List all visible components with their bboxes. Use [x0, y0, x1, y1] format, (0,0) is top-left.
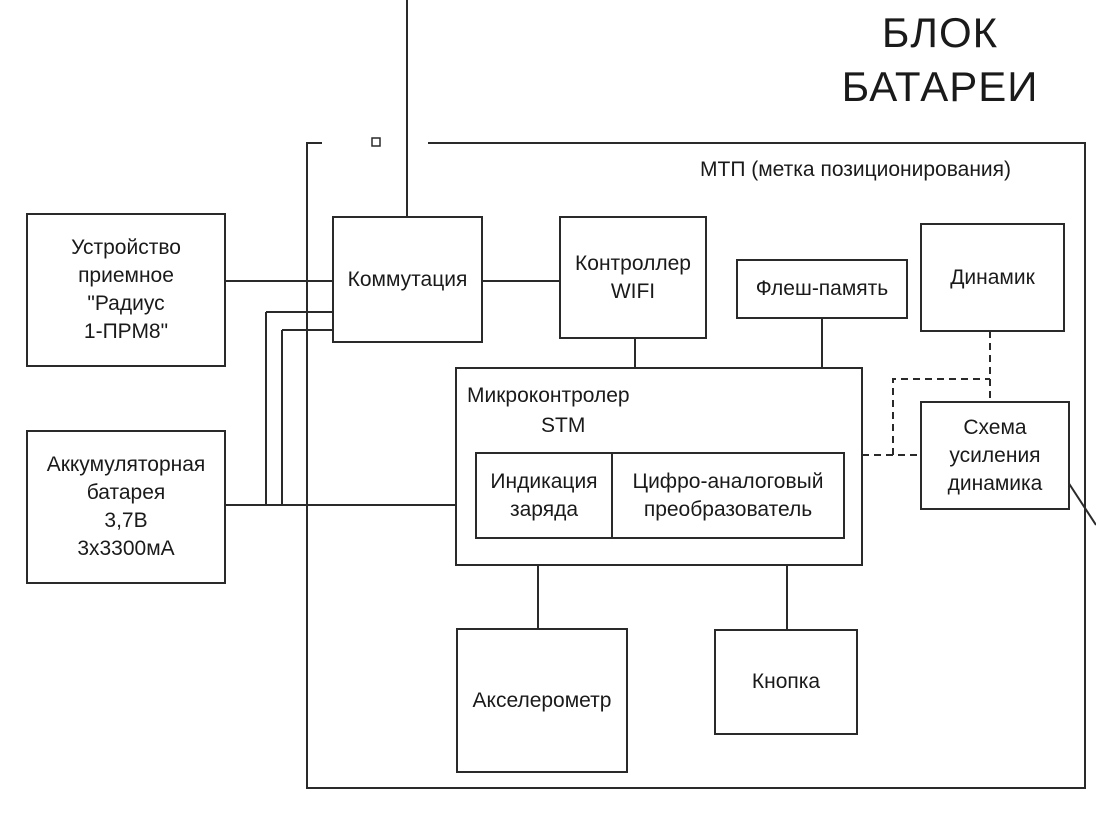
amplifier-line-3: динамика — [947, 471, 1043, 495]
mcu-line-2: STM — [541, 414, 586, 437]
battery-line-3: 3,7В — [104, 509, 148, 532]
receiver-line-3: "Радиус — [87, 292, 165, 315]
receiver-block: Устройство приемное "Радиус 1-ПРМ8" — [26, 213, 226, 367]
mcu-line-1: Микроконтролер — [467, 384, 630, 407]
wifi-controller-block: Контроллер WIFI — [559, 216, 707, 339]
wifi-line-2: WIFI — [610, 279, 656, 303]
battery-line-4: 3х3300мА — [77, 537, 175, 560]
charge-indicator-block: Индикация заряда — [475, 452, 613, 539]
battery-line-1: Аккумуляторная — [46, 453, 206, 476]
battery-line-2: батарея — [86, 481, 166, 504]
dac-block: Цифро-аналоговый преобразователь — [611, 452, 845, 539]
charge-line-1: Индикация — [490, 469, 598, 493]
receiver-line-4: 1-ПРМ8" — [83, 320, 169, 343]
amplifier-line-1: Схема — [963, 415, 1027, 439]
speaker-block: Динамик — [920, 223, 1065, 332]
charge-line-2: заряда — [509, 497, 579, 521]
accelerometer-block: Акселерометр — [456, 628, 628, 773]
frame-gap-marker — [371, 137, 381, 147]
title-line-2: БАТАРЕИ — [841, 63, 1039, 110]
battery-block: Аккумуляторная батарея 3,7В 3х3300мА — [26, 430, 226, 584]
microcontroller-label: Микроконтролер STM — [467, 381, 630, 441]
switching-block: Коммутация — [332, 216, 483, 343]
flash-memory-block: Флеш-память — [736, 259, 908, 319]
button-block: Кнопка — [714, 629, 858, 735]
dac-line-1: Цифро-аналоговый — [632, 469, 824, 493]
wire-amplifier-out — [1067, 481, 1096, 526]
receiver-line-2: приемное — [78, 264, 174, 287]
mtp-frame — [306, 142, 1086, 789]
title-line-1: БЛОК — [881, 9, 999, 56]
frame-label: МТП (метка позиционирования) — [700, 158, 1012, 181]
dac-line-2: преобразователь — [643, 497, 813, 521]
diagram-title: БЛОК БАТАРЕИ — [820, 6, 1060, 114]
wire-amp-loop-dashed — [892, 378, 990, 455]
speaker-label: Динамик — [950, 265, 1035, 289]
flash-label: Флеш-память — [755, 277, 889, 300]
wifi-line-1: Контроллер — [575, 251, 691, 275]
accelerometer-label: Акселерометр — [472, 688, 612, 712]
amplifier-line-2: усиления — [949, 443, 1041, 467]
switching-label: Коммутация — [347, 267, 468, 291]
amplifier-block: Схема усиления динамика — [920, 401, 1070, 510]
receiver-line-1: Устройство — [71, 236, 181, 259]
button-label: Кнопка — [751, 670, 821, 693]
